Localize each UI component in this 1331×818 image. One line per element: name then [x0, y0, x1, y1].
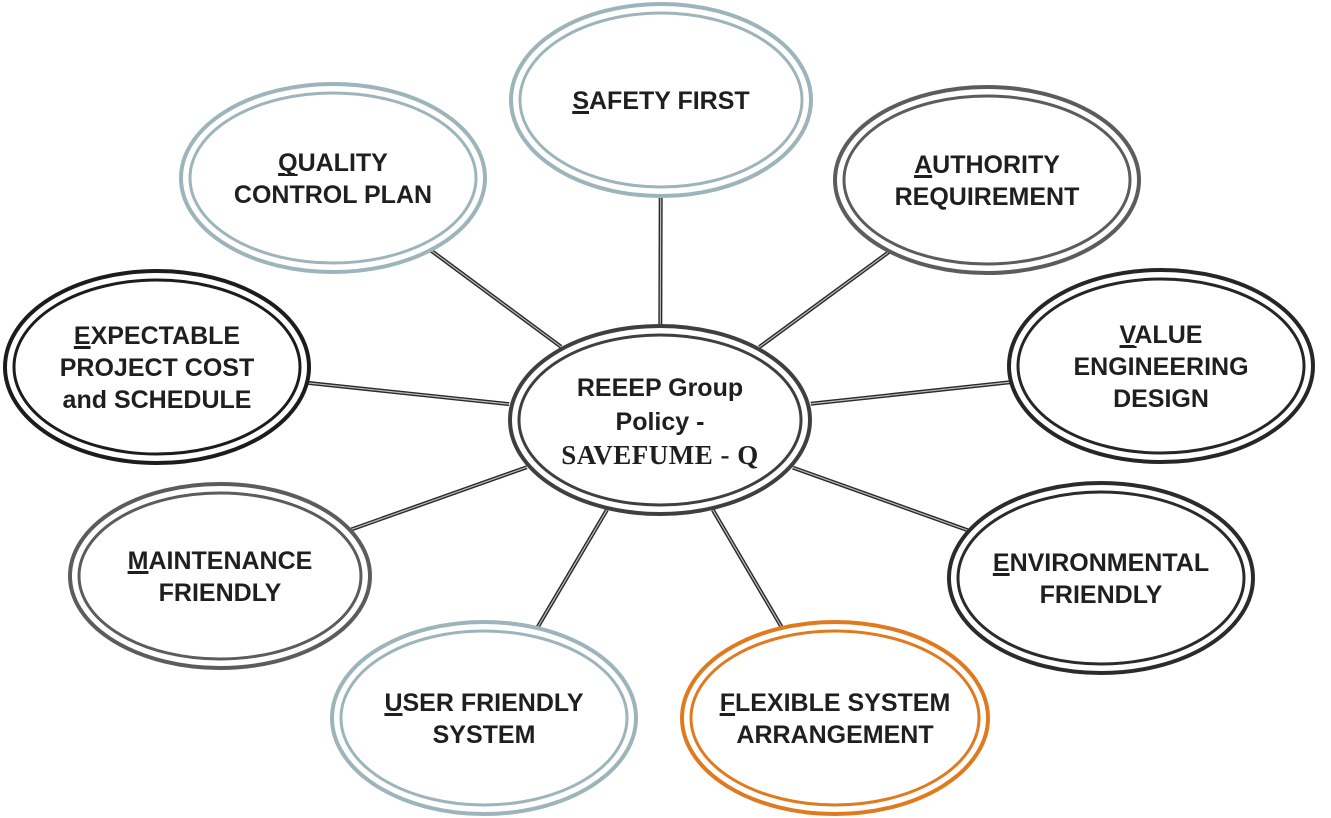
node-flexible-system-arrangement: FLEXIBLE SYSTEM ARRANGEMENT — [680, 620, 990, 816]
node-environmental-friendly-label-line: FRIENDLY — [1040, 581, 1163, 609]
node-maintenance-friendly-label-line: MAINTENANCE — [128, 547, 313, 575]
node-authority-requirement-label-rest: UTHORITY — [932, 151, 1060, 179]
node-quality-control-plan-outer-ring — [179, 82, 487, 274]
node-authority-requirement-label-line: REQUIREMENT — [895, 183, 1080, 211]
node-expectable-project-cost: EXPECTABLE PROJECT COST and SCHEDULE — [3, 269, 311, 465]
node-user-friendly-system-label-line: SYSTEM — [433, 721, 536, 749]
node-value-engineering-design-inner-ring — [1016, 277, 1306, 455]
node-flexible-system-arrangement-label-rest: LEXIBLE SYSTEM — [735, 689, 950, 717]
node-value-engineering-design: VALUE ENGINEERING DESIGN — [1007, 268, 1315, 464]
node-expectable-project-cost-label-line: EXPECTABLE — [74, 322, 240, 350]
node-authority-requirement-label-line: AUTHORITY — [914, 151, 1060, 179]
node-user-friendly-system: USER FRIENDLY SYSTEM — [330, 620, 638, 816]
node-expectable-project-cost-label-rest: XPECTABLE — [91, 322, 241, 350]
nodes: SAFETY FIRST AUTHORITY REQUIREMENT VALUE ENG… — [3, 2, 1315, 816]
node-safety-first-outer-ring — [509, 2, 813, 198]
node-environmental-friendly-label-rest: NVIRONMENTAL — [1010, 549, 1210, 577]
node-authority-requirement-inner-ring — [842, 94, 1132, 266]
node-safety-first-label-line: SAFETY FIRST — [572, 87, 749, 115]
node-maintenance-friendly-label-line: FRIENDLY — [159, 579, 282, 607]
node-quality-control-plan-inner-ring — [188, 91, 478, 265]
node-authority-requirement: AUTHORITY REQUIREMENT — [833, 85, 1141, 275]
center-node-outer-ring — [508, 324, 812, 516]
node-flexible-system-arrangement-initial: F — [720, 689, 735, 717]
node-value-engineering-design-label-line: ENGINEERING — [1073, 353, 1248, 381]
node-quality-control-plan-label-line: CONTROL PLAN — [234, 181, 432, 209]
node-maintenance-friendly-initial: M — [128, 547, 149, 575]
node-safety-first-label-rest: AFETY FIRST — [589, 87, 750, 115]
center-title-line: REEEP Group — [577, 374, 743, 402]
node-user-friendly-system-label-rest: SER FRIENDLY — [403, 689, 584, 717]
connector-maintenance-friendly-highlight — [349, 466, 528, 531]
node-maintenance-friendly: MAINTENANCE FRIENDLY — [68, 482, 372, 670]
node-expectable-project-cost-label-line: PROJECT COST — [60, 354, 254, 382]
connector-authority-requirement-highlight — [758, 250, 891, 348]
node-maintenance-friendly-outer-ring — [68, 482, 372, 670]
connector-value-engineering-design-highlight — [810, 381, 1012, 405]
node-flexible-system-arrangement-inner-ring — [689, 629, 981, 807]
center-acronym: SAVEFUME - Q — [561, 440, 759, 470]
node-environmental-friendly-outer-ring — [947, 481, 1255, 675]
node-safety-first-inner-ring — [518, 11, 804, 189]
node-maintenance-friendly-inner-ring — [77, 491, 363, 661]
node-environmental-friendly: ENVIRONMENTAL FRIENDLY — [947, 481, 1255, 675]
node-expectable-project-cost-label-line: and SCHEDULE — [63, 386, 252, 414]
center-title-line: Policy - — [616, 408, 705, 436]
connector-flexible-system-arrangement-highlight — [712, 509, 783, 629]
node-quality-control-plan-initial: Q — [278, 149, 297, 177]
node-expectable-project-cost-outer-ring — [3, 269, 311, 465]
node-user-friendly-system-label-line: USER FRIENDLY — [384, 689, 583, 717]
connector-quality-control-plan-highlight — [430, 249, 562, 348]
connector-expectable-project-cost-highlight — [306, 382, 510, 405]
node-user-friendly-system-inner-ring — [339, 629, 629, 807]
node-environmental-friendly-initial: E — [993, 549, 1010, 577]
node-safety-first: SAFETY FIRST — [509, 2, 813, 198]
node-quality-control-plan: QUALITY CONTROL PLAN — [179, 82, 487, 274]
node-expectable-project-cost-initial: E — [74, 322, 91, 350]
connector-user-friendly-system-highlight — [536, 509, 608, 629]
node-value-engineering-design-label-rest: ALUE — [1134, 321, 1202, 349]
node-value-engineering-design-label-line: VALUE — [1120, 321, 1203, 349]
node-flexible-system-arrangement-label-line: FLEXIBLE SYSTEM — [720, 689, 951, 717]
node-maintenance-friendly-label-rest: AINTENANCE — [148, 547, 312, 575]
node-environmental-friendly-label-line: ENVIRONMENTAL — [993, 549, 1209, 577]
node-flexible-system-arrangement-outer-ring — [680, 620, 990, 816]
node-authority-requirement-outer-ring — [833, 85, 1141, 275]
node-value-engineering-design-outer-ring — [1007, 268, 1315, 464]
node-safety-first-initial: S — [572, 87, 589, 115]
node-value-engineering-design-initial: V — [1120, 321, 1137, 349]
connectors — [306, 195, 1012, 630]
node-user-friendly-system-outer-ring — [330, 620, 638, 816]
node-quality-control-plan-label-line: QUALITY — [278, 149, 388, 177]
connector-environmental-friendly-highlight — [792, 467, 970, 532]
node-expectable-project-cost-inner-ring — [12, 278, 302, 456]
node-user-friendly-system-initial: U — [384, 689, 402, 717]
node-flexible-system-arrangement-label-line: ARRANGEMENT — [736, 721, 933, 749]
node-value-engineering-design-label-line: DESIGN — [1113, 385, 1209, 413]
node-quality-control-plan-label-rest: UALITY — [298, 149, 389, 177]
center-node-inner-ring — [517, 333, 803, 507]
node-environmental-friendly-inner-ring — [956, 490, 1246, 666]
node-authority-requirement-initial: A — [914, 151, 932, 179]
